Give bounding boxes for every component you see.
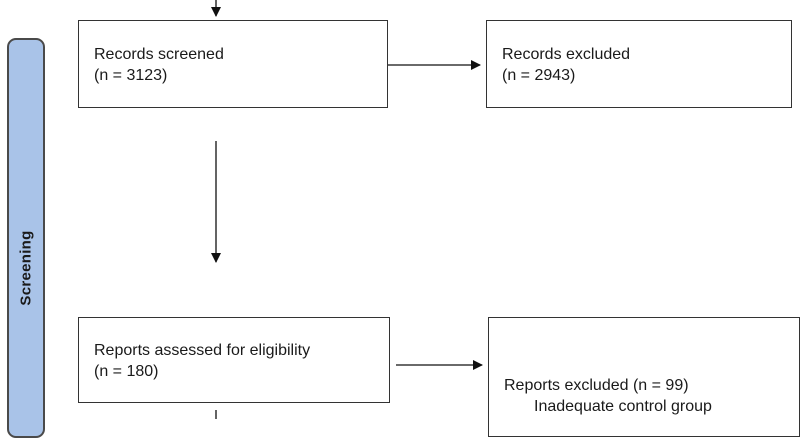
reports-excluded-title: Reports excluded (n = 99) [504,377,689,394]
records-screened-title: Records screened [94,46,224,63]
records-excluded-count: (n = 2943) [502,67,576,84]
records-excluded-title: Records excluded [502,46,631,63]
reports-excluded-box: Reports excluded (n = 99) Inadequate con… [488,317,800,437]
records-screened-box: Records screened (n = 3123) [78,20,388,108]
flow-arrows [211,0,483,419]
records-screened-count: (n = 3123) [94,67,168,84]
reports-assessed-box: Reports assessed for eligibility (n = 18… [78,317,390,403]
reports-assessed-title: Reports assessed for eligibility [94,342,311,359]
screening-stage-bar [7,38,45,438]
exclusion-reason-item: Inadequate control group [534,398,712,415]
records-excluded-box: Records excluded (n = 2943) [486,20,792,108]
reports-assessed-count: (n = 180) [94,363,159,380]
